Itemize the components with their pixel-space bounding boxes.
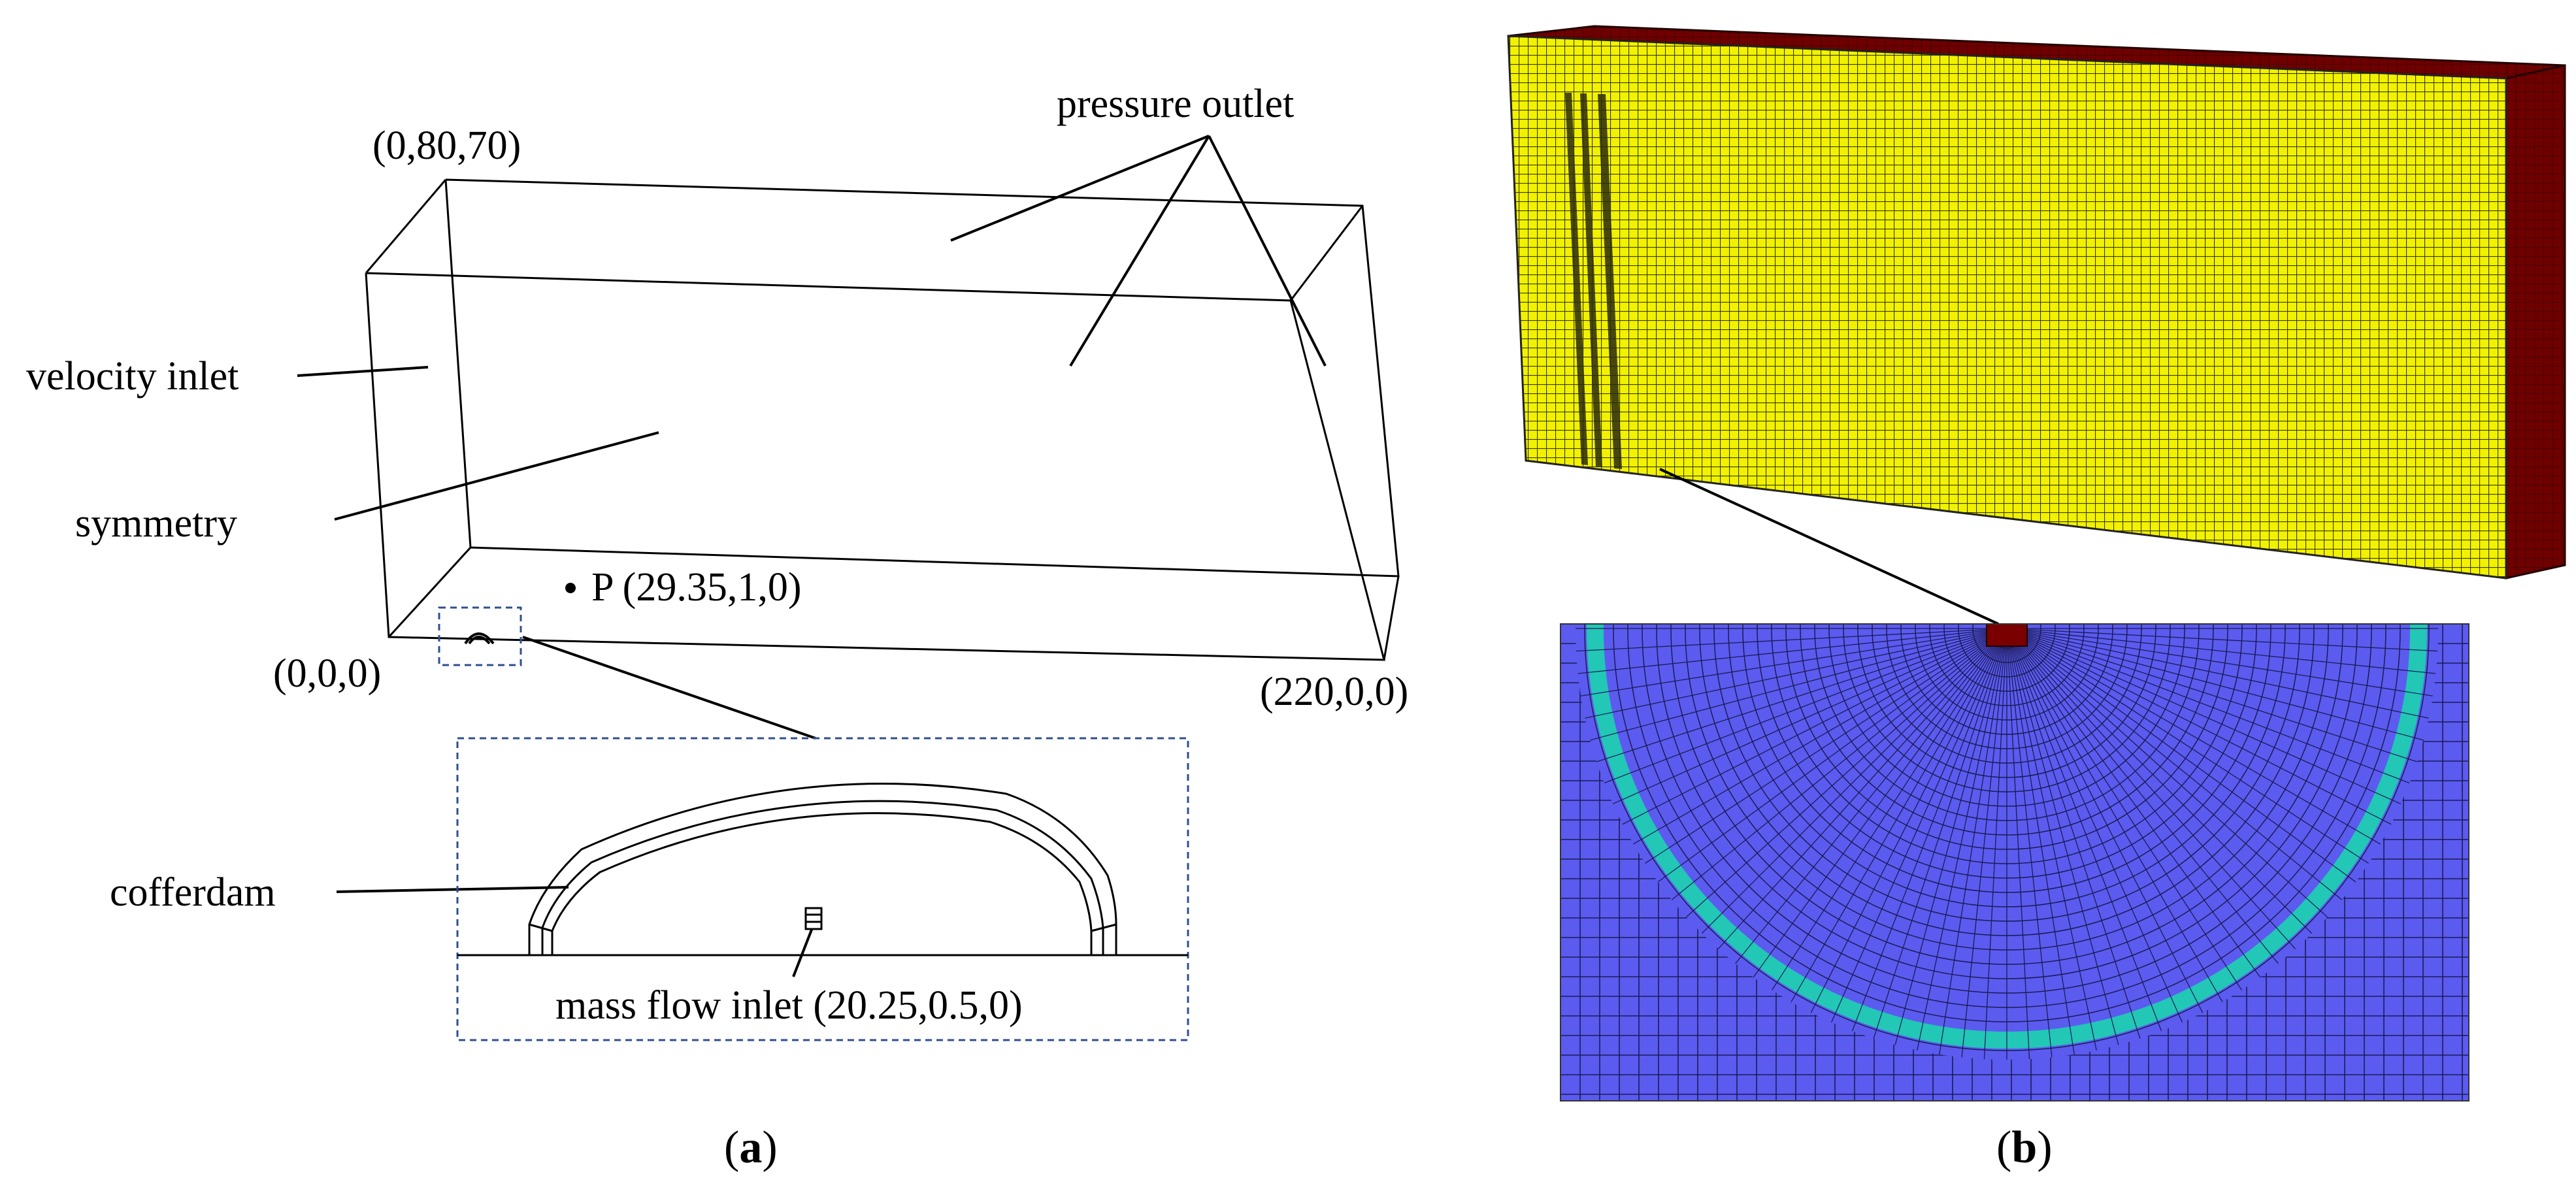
mass-flow-inlet-symbol — [804, 907, 823, 930]
caption-b-letter: b — [2011, 1122, 2038, 1173]
velocity-inlet-label: velocity inlet — [26, 354, 239, 399]
caption-b: (b) — [1996, 1122, 2053, 1173]
leader-velocity — [297, 366, 429, 377]
zoom-box-small — [438, 606, 522, 666]
caption-a-letter: a — [739, 1122, 763, 1173]
leader-pressure-2 — [1069, 135, 1210, 367]
box-edge — [388, 546, 472, 638]
point-p-marker — [565, 583, 576, 593]
mesh-box — [1507, 25, 2566, 579]
caption-a: (a) — [724, 1122, 778, 1173]
mesh-detail-radial — [1576, 624, 2438, 1060]
coord-far-label: (220,0,0) — [1260, 670, 1409, 714]
point-p-label: P (29.35,1,0) — [591, 565, 802, 610]
box-edge — [1289, 205, 1364, 301]
mesh-detail-frame — [1560, 623, 2469, 1101]
leader-cofferdam — [336, 886, 569, 893]
mesh-detail — [1560, 624, 2469, 1101]
mesh-right-face — [2505, 64, 2566, 579]
leader-zoom — [522, 636, 816, 740]
pressure-outlet-label: pressure outlet — [1057, 82, 1295, 126]
leader-pressure-3 — [1208, 135, 1327, 367]
cofferdam-label: cofferdam — [110, 870, 276, 915]
leader-lines — [297, 135, 1327, 977]
box-back-face — [444, 178, 1400, 578]
coord-top-label: (0,80,70) — [372, 123, 521, 168]
box-edge — [1383, 576, 1400, 661]
cofferdam-large — [528, 783, 1117, 955]
leader-pressure-1 — [950, 135, 1210, 242]
cofferdam-small — [464, 632, 495, 645]
domain-box — [365, 178, 1400, 661]
leader-symmetry — [334, 431, 659, 521]
mesh-front-face — [1507, 35, 2507, 579]
zoom-box-large — [456, 737, 1189, 1041]
leader-mass-flow — [792, 929, 813, 977]
box-front-face — [365, 272, 1385, 661]
coord-origin-label: (0,0,0) — [273, 651, 382, 696]
leader-mesh-zoom — [1659, 468, 1999, 625]
mass-flow-inlet-label: mass flow inlet (20.25,0.5,0) — [555, 983, 1023, 1028]
box-edge — [365, 179, 447, 274]
mesh-refinement-strips — [1565, 93, 1622, 469]
mesh-detail-top-marker — [1986, 623, 2028, 647]
symmetry-label: symmetry — [75, 501, 237, 546]
